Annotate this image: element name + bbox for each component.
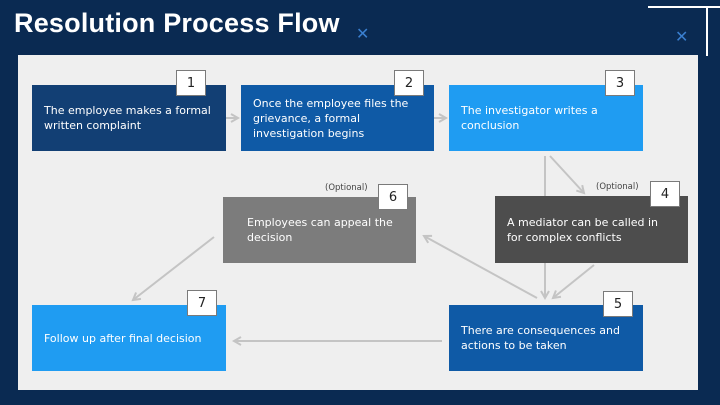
step-1-box: The employee makes a formal written comp… [32, 85, 226, 151]
step-2-number: 2 [394, 70, 424, 96]
step-5-number: 5 [603, 291, 633, 317]
arrow-4-to-5 [553, 264, 595, 298]
step-5-box: There are consequences and actions to be… [449, 305, 643, 371]
step-6-optional-label: (Optional) [325, 183, 368, 193]
step-6-text: Employees can appeal the decision [247, 216, 393, 244]
decorative-line-vertical [706, 6, 708, 56]
step-1-number: 1 [176, 70, 206, 96]
step-3-number: 3 [605, 70, 635, 96]
step-5-text: There are consequences and actions to be… [461, 324, 620, 352]
arrow-5-to-6 [424, 236, 538, 299]
arrow-3-to-4 [549, 155, 584, 193]
step-6-number: 6 [378, 184, 408, 210]
step-4-number: 4 [650, 181, 680, 207]
page-title: Resolution Process Flow [14, 8, 340, 38]
step-4-text: A mediator can be called in for complex … [507, 215, 659, 244]
arrow-6-to-7 [133, 236, 215, 300]
decorative-x-icon-right: ✕ [675, 27, 689, 46]
step-7-text: Follow up after final decision [44, 331, 202, 345]
step-7-box: Follow up after final decision [32, 305, 226, 371]
step-7-number: 7 [187, 290, 217, 316]
step-2-text: Once the employee files the grievance, a… [253, 96, 409, 140]
step-2-box: Once the employee files the grievance, a… [241, 85, 434, 151]
step-3-text: The investigator writes a conclusion [461, 104, 598, 132]
decorative-line-horizontal [648, 6, 720, 8]
step-1-text: The employee makes a formal written comp… [44, 104, 211, 132]
step-4-optional-label: (Optional) [596, 182, 639, 192]
step-3-box: The investigator writes a conclusion [449, 85, 643, 151]
step-4-box: A mediator can be called in for complex … [495, 196, 688, 263]
decorative-x-icon: ✕ [356, 24, 370, 43]
